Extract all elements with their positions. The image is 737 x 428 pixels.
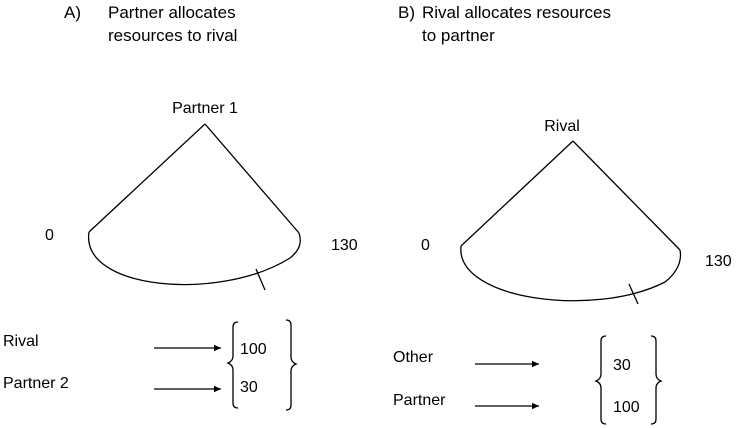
panel-b-row-label-1: Other: [393, 349, 434, 366]
panel-a-heading-line2: resources to rival: [108, 26, 237, 45]
panel-a-right-branch: [204, 123, 300, 234]
panel-b-left-value: 0: [421, 237, 430, 254]
panel-a-row-label-1: Rival: [3, 333, 39, 350]
panel-a: A) Partner allocates resources to rival …: [3, 3, 358, 411]
panel-b-right-brace: [650, 335, 663, 425]
panel-a-heading-line1: Partner allocates: [108, 3, 236, 22]
panel-b-right-value: 130: [705, 253, 732, 270]
panel-a-choice-tick: [255, 268, 266, 291]
panel-b-heading-label: B): [398, 3, 415, 22]
panel-b-apex-label: Rival: [544, 118, 580, 135]
panel-b: B) Rival allocates resources to partner …: [393, 3, 732, 425]
panel-a-left-value: 0: [45, 227, 54, 244]
panel-b-right-branch: [572, 140, 681, 251]
panel-b-left-brace: [594, 335, 607, 425]
panel-b-heading-line2: to partner: [422, 26, 495, 45]
panel-a-heading-label: A): [64, 3, 81, 22]
panel-b-row-label-2: Partner: [393, 392, 446, 409]
panel-a-right-brace: [285, 319, 298, 411]
panel-a-right-value: 130: [331, 237, 358, 254]
panel-b-choice-tick: [628, 283, 639, 305]
panel-b-row-value-2: 100: [613, 399, 640, 416]
panel-a-left-brace: [226, 321, 239, 409]
panel-a-row-value-2: 30: [240, 379, 258, 396]
panel-a-row-value-1: 100: [240, 341, 267, 358]
panel-b-heading-line1: Rival allocates resources: [422, 3, 611, 22]
panel-a-left-branch: [88, 123, 206, 233]
panel-a-row-label-2: Partner 2: [3, 375, 69, 392]
panel-b-row-value-1: 30: [613, 357, 631, 374]
panel-b-left-branch: [460, 140, 574, 247]
panel-a-allocation-arc: [88, 231, 301, 286]
panel-a-apex-label: Partner 1: [172, 100, 238, 117]
panel-b-allocation-arc: [460, 245, 682, 302]
